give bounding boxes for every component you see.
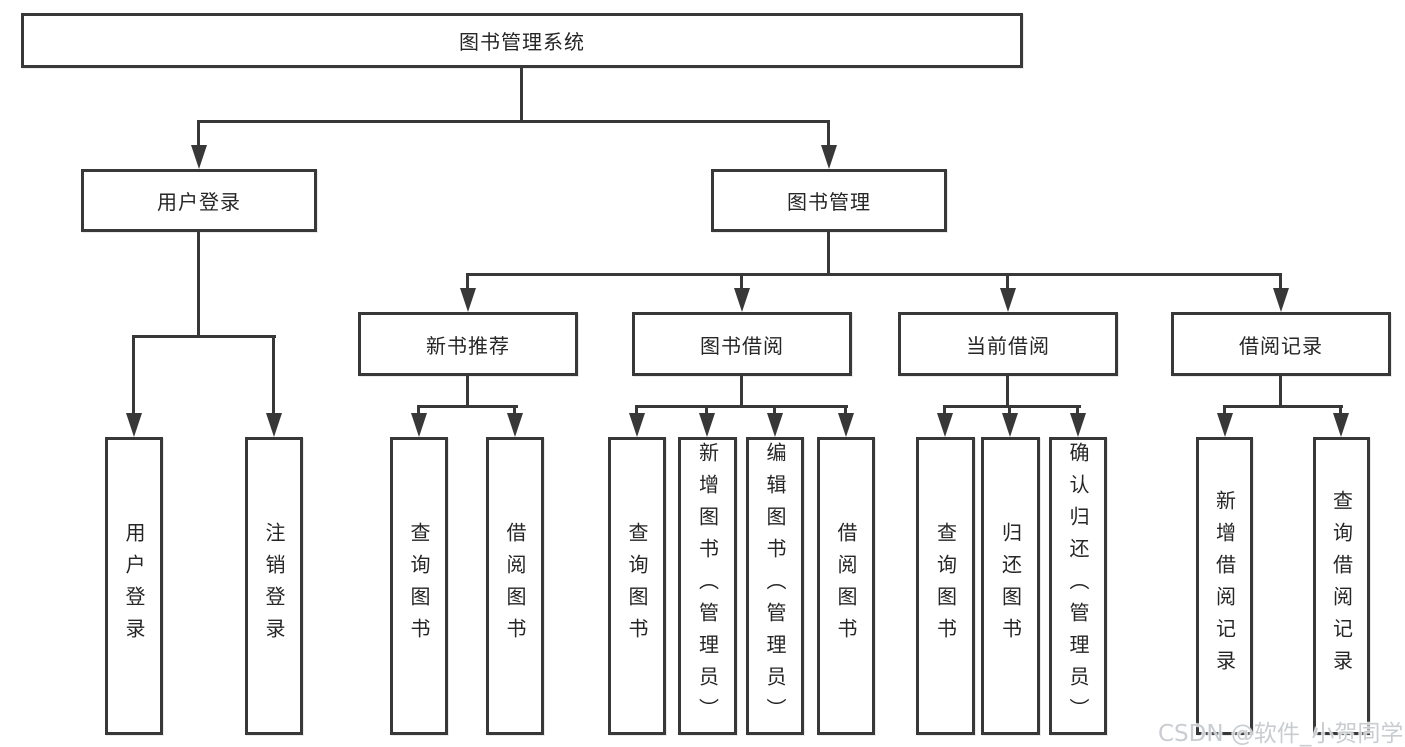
leaf-label: 查询借阅记录: [1329, 490, 1354, 682]
connector-vline: [1339, 405, 1342, 415]
connector-vline: [132, 335, 135, 415]
node-book-management: 图书管理: [711, 169, 947, 232]
csdn-watermark: CSDN @软件_小贺同学: [1158, 721, 1404, 747]
arrowhead-down-icon: [937, 413, 953, 437]
connector-vline: [1279, 376, 1282, 407]
connector-vline: [827, 120, 830, 147]
node-user-login: 用户登录: [81, 169, 317, 232]
arrowhead-down-icon: [1217, 413, 1233, 437]
connector-vline: [466, 376, 469, 407]
arrowhead-down-icon: [1333, 413, 1349, 437]
arrowhead-down-icon: [629, 413, 645, 437]
connector-vline: [1006, 376, 1009, 407]
connector-hline: [1223, 405, 1343, 408]
node-user-login-label: 用户登录: [157, 190, 241, 214]
connector-vline: [1223, 405, 1226, 415]
leaf-edit-book-admin: 编辑图书（管理员）: [746, 437, 804, 735]
connector-vline: [197, 120, 200, 147]
leaf-borrow-book: 借阅图书: [817, 437, 875, 735]
node-new-book-recommend: 新书推荐: [358, 312, 578, 376]
connector-vline: [827, 232, 830, 276]
leaf-logout: 注销登录: [245, 437, 303, 735]
node-borrow-record: 借阅记录: [1171, 312, 1391, 376]
leaf-label: 编辑图书（管理员）: [763, 442, 787, 730]
leaf-label: 归还图书: [998, 522, 1023, 650]
connector-vline: [1008, 405, 1011, 415]
connector-vline: [773, 405, 776, 415]
arrowhead-down-icon: [838, 413, 854, 437]
leaf-return-book: 归还图书: [981, 437, 1040, 735]
node-current-borrow-label: 当前借阅: [966, 333, 1050, 358]
arrowhead-down-icon: [266, 413, 282, 437]
connector-vline: [1076, 405, 1079, 415]
leaf-label: 查询图书: [407, 522, 431, 650]
leaf-add-book-admin: 新增图书（管理员）: [678, 437, 737, 735]
leaf-user-login-label: 用户登录: [122, 522, 146, 650]
leaf-query-borrow-record: 查询借阅记录: [1313, 437, 1370, 735]
connector-hline: [132, 335, 276, 338]
leaf-query-book-borrow: 查询图书: [608, 437, 666, 735]
arrowhead-down-icon: [734, 288, 750, 312]
leaf-label: 借阅图书: [503, 522, 527, 650]
connector-hline: [635, 405, 848, 408]
arrowhead-down-icon: [1000, 288, 1016, 312]
connector-vline: [1279, 273, 1282, 290]
arrowhead-down-icon: [191, 145, 207, 169]
arrowhead-down-icon: [460, 288, 476, 312]
leaf-add-borrow-record: 新增借阅记录: [1196, 437, 1253, 735]
arrowhead-down-icon: [767, 413, 783, 437]
connector-hline: [466, 273, 1282, 276]
leaf-label: 新增图书（管理员）: [695, 442, 720, 730]
leaf-label: 确认归还（管理员）: [1066, 442, 1090, 730]
arrowhead-down-icon: [411, 413, 427, 437]
node-new-book-recommend-label: 新书推荐: [426, 333, 510, 358]
node-current-borrow: 当前借阅: [898, 312, 1118, 376]
arrowhead-down-icon: [1002, 413, 1018, 437]
node-root-label: 图书管理系统: [459, 30, 585, 54]
connector-vline: [520, 68, 523, 121]
connector-vline: [1006, 273, 1009, 290]
connector-hline: [417, 405, 518, 408]
arrowhead-down-icon: [1273, 288, 1289, 312]
connector-vline: [740, 376, 743, 407]
node-book-management-label: 图书管理: [787, 190, 871, 214]
connector-vline: [466, 273, 469, 290]
connector-vline: [513, 405, 516, 415]
leaf-label: 借阅图书: [834, 522, 858, 650]
leaf-confirm-return-admin: 确认归还（管理员）: [1049, 437, 1107, 735]
leaf-label: 查询图书: [933, 522, 958, 650]
arrowhead-down-icon: [126, 413, 142, 437]
connector-hline: [197, 120, 830, 123]
arrowhead-down-icon: [1070, 413, 1086, 437]
leaf-user-login: 用户登录: [105, 437, 163, 735]
leaf-borrow-book-recommend: 借阅图书: [486, 437, 544, 735]
connector-vline: [943, 405, 946, 415]
leaf-query-book-current: 查询图书: [916, 437, 975, 735]
connector-vline: [705, 405, 708, 415]
connector-vline: [417, 405, 420, 415]
arrowhead-down-icon: [699, 413, 715, 437]
leaf-query-book-recommend: 查询图书: [390, 437, 448, 735]
connector-vline: [197, 232, 200, 336]
connector-vline: [635, 405, 638, 415]
leaf-label: 新增借阅记录: [1212, 490, 1237, 682]
arrowhead-down-icon: [507, 413, 523, 437]
leaf-label: 查询图书: [625, 522, 649, 650]
node-root: 图书管理系统: [21, 13, 1023, 68]
connector-hline: [943, 405, 1081, 408]
node-book-borrow-label: 图书借阅: [700, 333, 784, 358]
node-borrow-record-label: 借阅记录: [1239, 333, 1323, 358]
connector-vline: [844, 405, 847, 415]
leaf-logout-label: 注销登录: [262, 522, 286, 650]
connector-vline: [740, 273, 743, 290]
connector-vline: [272, 335, 275, 415]
node-book-borrow: 图书借阅: [632, 312, 852, 376]
arrowhead-down-icon: [821, 145, 837, 169]
